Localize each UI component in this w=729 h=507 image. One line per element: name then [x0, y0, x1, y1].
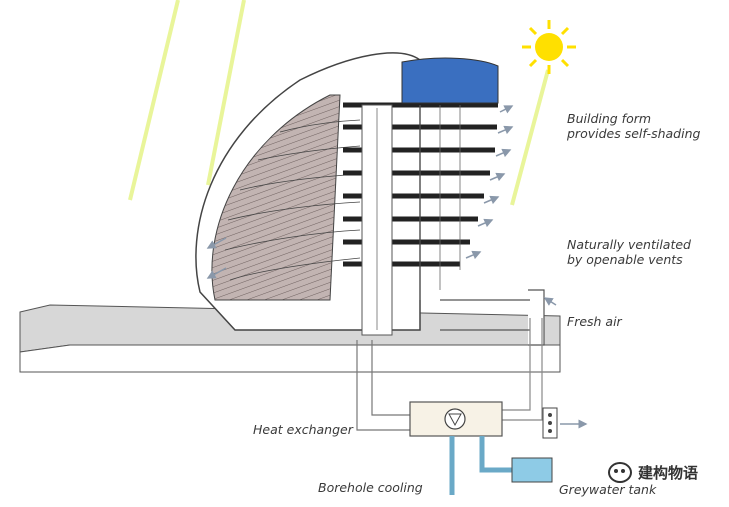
label-naturally-ventilated: Naturally ventilated by openable vents — [567, 237, 691, 267]
roof-glazing — [401, 57, 499, 104]
label-heat-exchanger: Heat exchanger — [253, 422, 353, 437]
sun-rays — [128, 0, 550, 206]
label-self-shading: Building form provides self-shading — [567, 111, 701, 141]
airflow-arrow-icon — [206, 105, 588, 429]
heat-exchanger — [409, 401, 503, 437]
floor-partitions — [419, 105, 461, 300]
watermark: 建构物语 — [608, 462, 698, 483]
borehole-pipe — [449, 436, 512, 495]
sun-icon — [522, 20, 576, 74]
watermark-text: 建构物语 — [638, 464, 699, 482]
vertical-pipes — [356, 340, 410, 431]
service-core — [361, 104, 393, 336]
grille-vent-icon — [542, 407, 558, 439]
label-borehole-cooling: Borehole cooling — [318, 480, 423, 495]
label-fresh-air: Fresh air — [567, 314, 622, 329]
greywater-tank-icon — [511, 457, 553, 483]
wechat-icon — [608, 462, 632, 483]
fresh-air-duct — [440, 289, 545, 421]
label-greywater-tank: Greywater tank — [559, 482, 657, 497]
